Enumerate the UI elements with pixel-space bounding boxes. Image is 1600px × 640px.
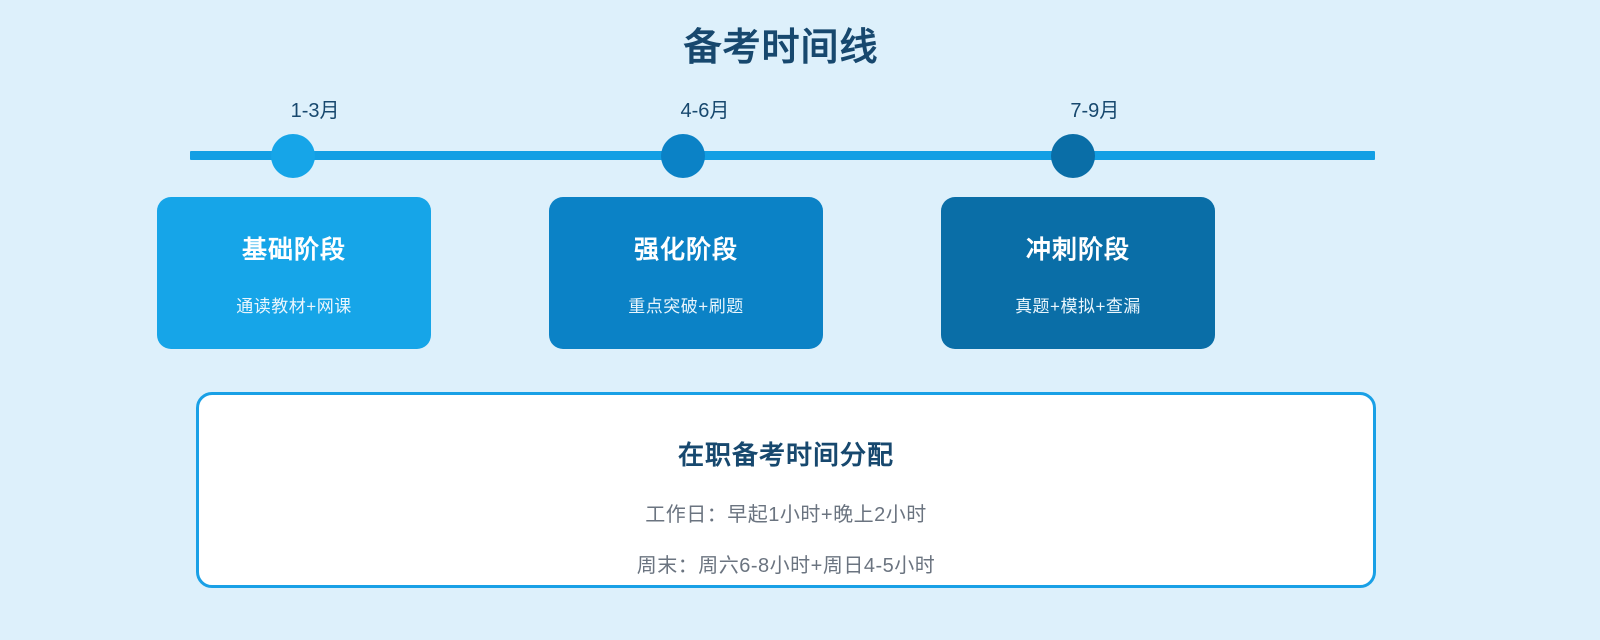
stage-card-intensive[interactable]: 强化阶段 重点突破+刷题 — [549, 197, 823, 349]
stage-card-description: 通读教材+网课 — [236, 296, 352, 316]
timeline-node-1[interactable] — [271, 134, 316, 178]
timeline-node-2[interactable] — [660, 134, 705, 178]
panel-line-weekend: 周末：周六6-8小时+周日4-5小时 — [636, 555, 936, 577]
page-title: 备考时间线 — [683, 27, 879, 69]
stage-card-description: 重点突破+刷题 — [628, 296, 744, 316]
study-time-allocation-panel: 在职备考时间分配 工作日：早起1小时+晚上2小时 周末：周六6-8小时+周日4-… — [196, 392, 1376, 588]
stage-card-list: 基础阶段 通读教材+网课 强化阶段 重点突破+刷题 冲刺阶段 真题+模拟+查漏 — [157, 197, 1215, 349]
stage-card-title: 强化阶段 — [633, 235, 738, 264]
stage-card-foundation[interactable]: 基础阶段 通读教材+网课 — [157, 197, 431, 349]
timeline: 1-3月 4-6月 7-9月 — [190, 100, 1375, 178]
stage-card-title: 冲刺阶段 — [1025, 235, 1130, 264]
timeline-node-3[interactable] — [1050, 134, 1095, 178]
timeline-node-label-1: 1-3月 — [290, 100, 340, 122]
timeline-node-label-3: 7-9月 — [1070, 100, 1120, 122]
timeline-node-label-2: 4-6月 — [680, 100, 730, 122]
panel-title: 在职备考时间分配 — [677, 440, 894, 470]
stage-card-title: 基础阶段 — [241, 235, 346, 264]
timeline-rail — [190, 151, 1375, 160]
panel-line-weekday: 工作日：早起1小时+晚上2小时 — [645, 504, 927, 526]
stage-card-sprint[interactable]: 冲刺阶段 真题+模拟+查漏 — [941, 197, 1215, 349]
stage-card-description: 真题+模拟+查漏 — [1015, 296, 1141, 316]
